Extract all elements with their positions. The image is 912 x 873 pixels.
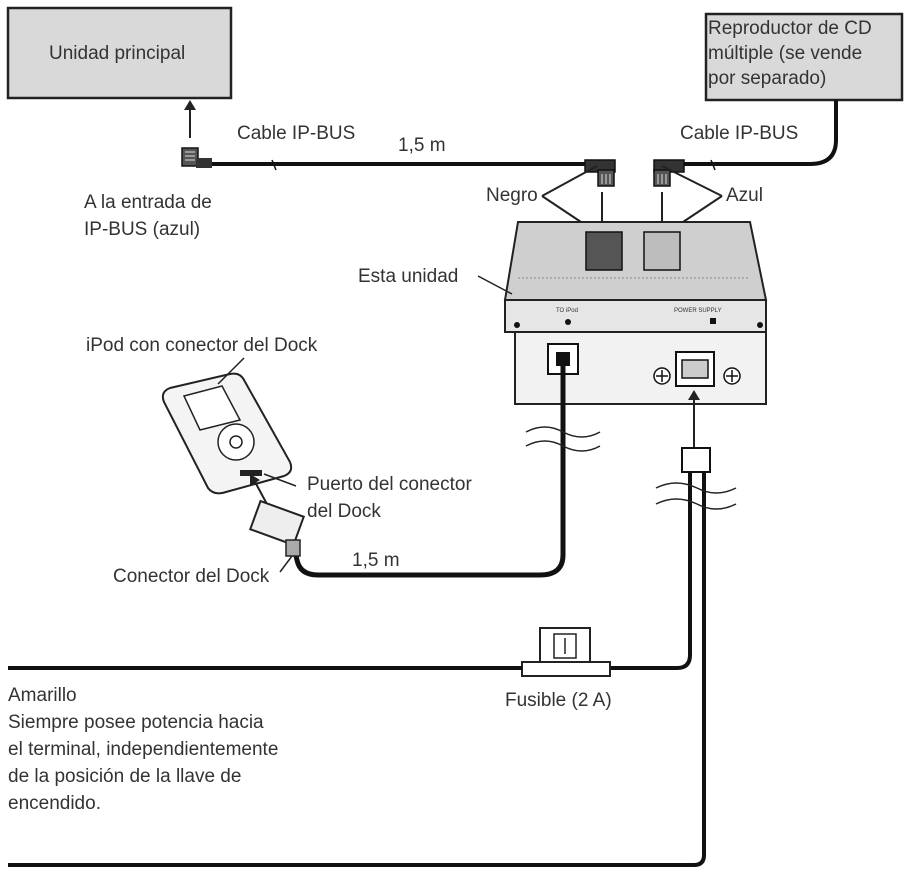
ipod-icon bbox=[161, 372, 293, 495]
main-unit-label: Unidad principal bbox=[49, 43, 186, 64]
arrow-head-icon bbox=[184, 100, 196, 110]
length-top-label: 1,5 m bbox=[398, 135, 446, 156]
yellow-note-line4: encendido. bbox=[8, 793, 101, 814]
fuse bbox=[521, 627, 611, 677]
yellow-note-line3: de la posición de la llave de bbox=[8, 766, 242, 787]
port-to-ipod-label: TO iPod bbox=[556, 308, 578, 314]
power-cable-b bbox=[8, 472, 706, 867]
yellow-label: Amarillo bbox=[8, 685, 77, 706]
black-plug bbox=[584, 159, 616, 187]
dock-connector-label: Conector del Dock bbox=[113, 566, 270, 587]
blue-label: Azul bbox=[726, 185, 763, 206]
cable-ipbus-right-label: Cable IP-BUS bbox=[680, 123, 799, 144]
length-bottom-label: 1,5 m bbox=[352, 550, 400, 571]
port-power-label: POWER SUPPLY bbox=[674, 308, 722, 314]
dock-connector-icon bbox=[248, 499, 306, 557]
ipod-label: iPod con conector del Dock bbox=[86, 335, 318, 356]
fuse-label: Fusible (2 A) bbox=[505, 690, 612, 711]
blue-plug bbox=[653, 159, 685, 187]
cd-player-line3: por separado) bbox=[708, 68, 827, 89]
ipod-cable bbox=[291, 360, 566, 578]
this-unit-label: Esta unidad bbox=[358, 266, 459, 287]
yellow-note-line1: Siempre posee potencia hacia bbox=[8, 712, 264, 733]
yellow-note-line2: el terminal, independientemente bbox=[8, 739, 279, 760]
cable-ipbus-left-label: Cable IP-BUS bbox=[237, 123, 356, 144]
ipbus-input-line1: A la entrada de bbox=[84, 192, 212, 213]
power-cable-a bbox=[610, 472, 692, 670]
dock-port-line1: Puerto del conector bbox=[307, 474, 472, 495]
cd-player-box bbox=[704, 12, 904, 102]
black-socket bbox=[585, 231, 623, 271]
black-label: Negro bbox=[486, 185, 538, 206]
this-unit bbox=[503, 221, 768, 405]
power-plug bbox=[681, 447, 711, 473]
ipbus-cable-right bbox=[684, 100, 838, 166]
main-unit-box bbox=[6, 6, 233, 100]
cd-player-line1: Reproductor de CD bbox=[708, 18, 872, 39]
cd-player-line2: múltiple (se vende bbox=[708, 43, 863, 64]
blue-socket bbox=[643, 231, 681, 271]
cd-player-label: Reproductor de CD múltiple (se vende por… bbox=[708, 16, 872, 91]
ipbus-plug-left bbox=[181, 147, 212, 168]
ipbus-input-line2: IP-BUS (azul) bbox=[84, 219, 201, 240]
dock-port-line2: del Dock bbox=[307, 501, 381, 522]
